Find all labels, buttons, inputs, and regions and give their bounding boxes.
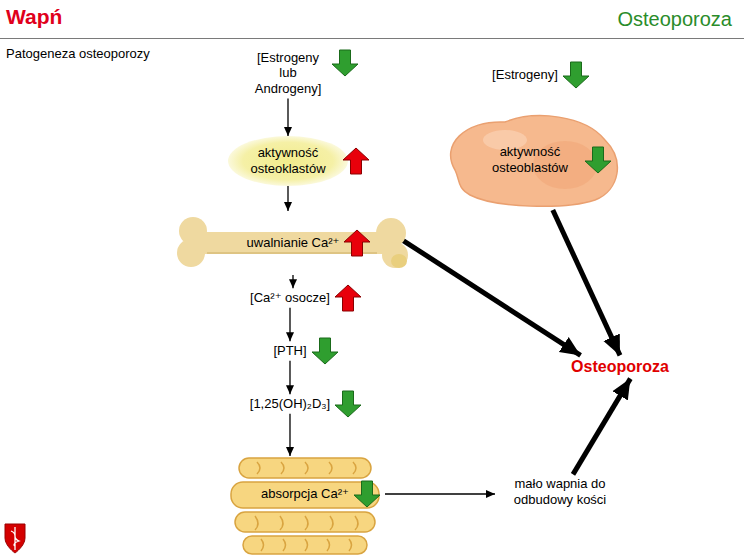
- gut-node: absorpcja Ca²⁺: [225, 456, 385, 556]
- text-node: [Estrogeny]: [489, 65, 561, 85]
- text-node: [1,25(OH)₂D₃]: [247, 394, 333, 414]
- thick-arrow: [573, 379, 630, 475]
- slide-title: Wapń: [6, 5, 62, 29]
- text-node: mało wapnia do odbudowy kości: [495, 474, 625, 509]
- node-text: [PTH]: [273, 343, 306, 358]
- decrease-arrow: [562, 61, 590, 89]
- subtitle-label: Patogeneza osteoporozy: [6, 46, 150, 61]
- text-node: [PTH]: [270, 341, 309, 361]
- decrease-arrow: [311, 337, 339, 365]
- cell-node: aktywność osteoblastów: [435, 110, 625, 210]
- node-text: [Estrogeny lub Androgeny]: [249, 50, 327, 97]
- text-node: [Ca²⁺ osocze]: [247, 288, 333, 308]
- flow-arrow: [292, 275, 293, 288]
- flow-arrow: [289, 414, 290, 456]
- node-text: [1,25(OH)₂D₃]: [250, 396, 330, 411]
- node-text: absorpcja Ca²⁺: [261, 486, 349, 502]
- thick-arrow: [553, 210, 620, 355]
- header-rule: [0, 38, 744, 39]
- node-text: aktywność osteoklastów: [238, 145, 338, 176]
- decrease-arrow: [331, 49, 359, 77]
- increase-arrow: [343, 229, 371, 257]
- increase-arrow: [334, 284, 362, 312]
- decrease-arrow: [584, 146, 612, 174]
- flow-arrow: [289, 361, 290, 394]
- bone-node: uwalnianie Ca²⁺: [177, 211, 409, 275]
- flow-arrow: [287, 98, 288, 136]
- increase-arrow: [342, 147, 370, 175]
- thick-arrow: [402, 240, 581, 356]
- osteoblast-cell: [451, 116, 618, 207]
- blob-node: aktywność osteoklastów: [228, 136, 348, 186]
- flow-arrow: [287, 186, 288, 211]
- node-text: uwalnianie Ca²⁺: [247, 235, 340, 251]
- flow-arrow: [289, 308, 290, 341]
- decrease-arrow: [334, 390, 362, 418]
- flow-arrow: [385, 493, 495, 494]
- logo-shield: [5, 524, 25, 553]
- osteoclast-blob: [228, 136, 348, 186]
- text-node: [Estrogeny lub Androgeny]: [246, 48, 330, 99]
- gut-illustration: [225, 456, 385, 556]
- node-text: [Estrogeny]: [492, 67, 558, 82]
- decrease-arrow: [353, 480, 381, 508]
- node-text: [Ca²⁺ osocze]: [250, 290, 330, 305]
- bone-drawing: [177, 217, 408, 268]
- section-heading: Osteoporoza: [617, 8, 732, 31]
- node-text: Osteoporoza: [571, 358, 669, 375]
- node-text: aktywność osteoblastów: [480, 144, 580, 175]
- text-node: Osteoporoza: [568, 355, 672, 378]
- node-text: mało wapnia do odbudowy kości: [498, 476, 622, 507]
- intestine-drawing: [231, 458, 379, 554]
